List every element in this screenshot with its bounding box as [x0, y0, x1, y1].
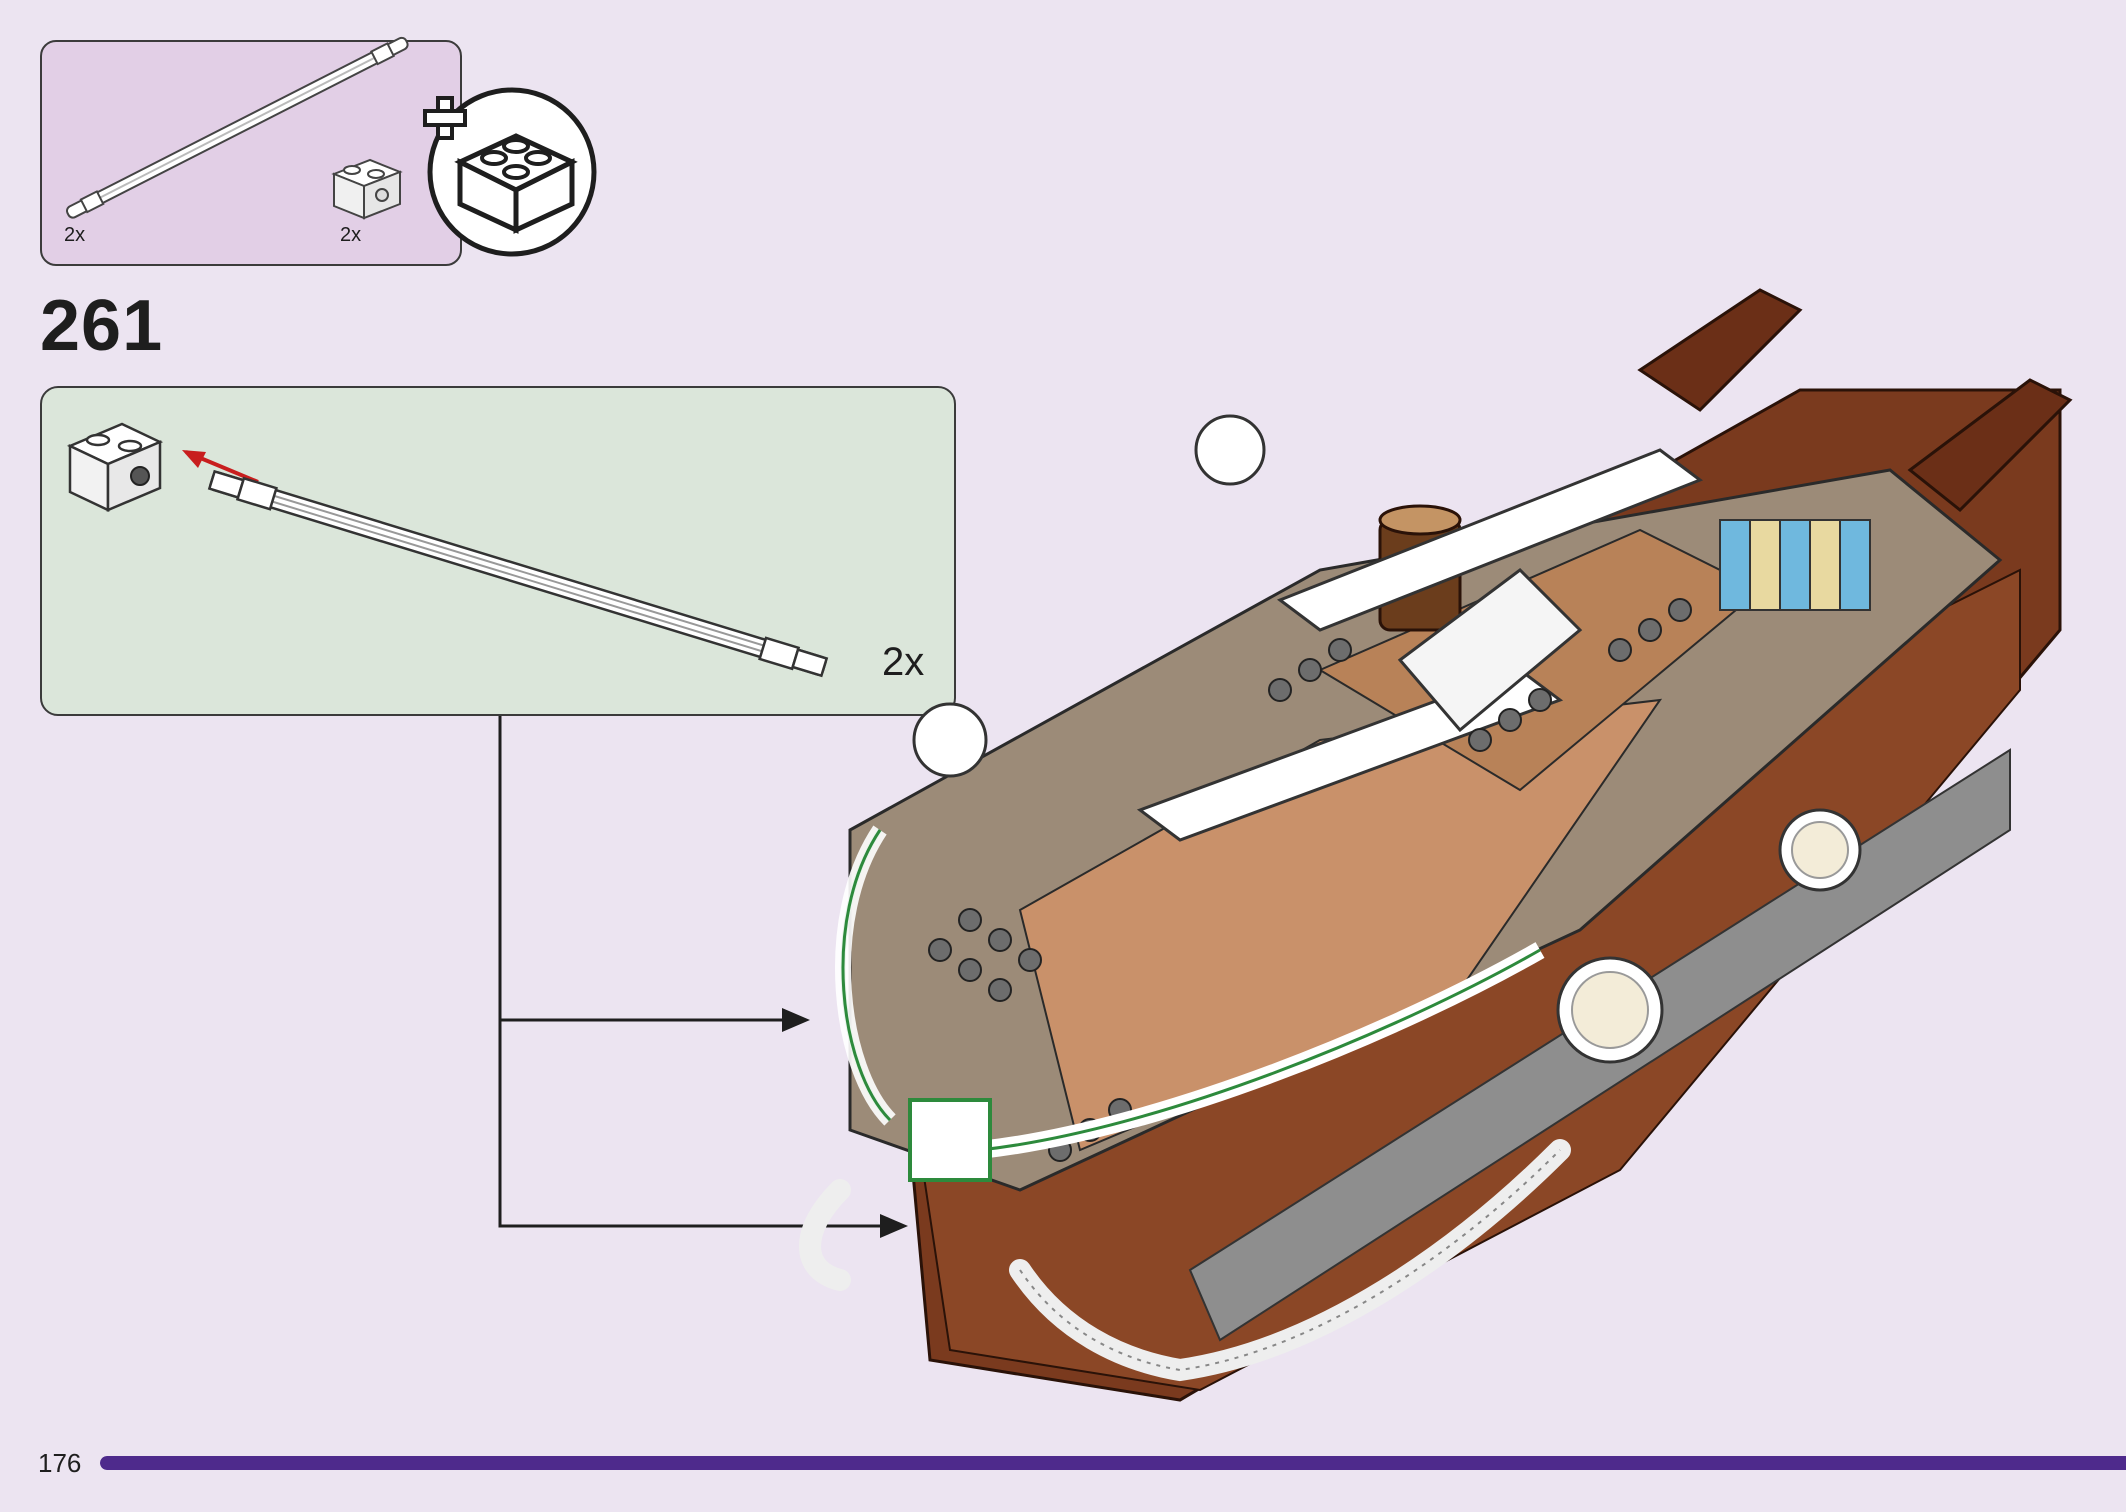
- brick-quantity: 2x: [340, 224, 362, 246]
- callout-connector: [498, 716, 908, 1238]
- brick-1x2-pin-part: [331, 158, 403, 220]
- add-brick-icon: [423, 87, 597, 257]
- progress-bar-fill: [100, 1456, 2126, 1470]
- parts-list-box: 2x 2x: [40, 36, 462, 266]
- subassembly-box: 2x: [40, 386, 956, 716]
- step-number: 261: [40, 286, 164, 366]
- ship-model: [799, 288, 2073, 1402]
- insert-arrow: [182, 450, 259, 484]
- bar-quantity: 2x: [64, 224, 86, 246]
- subassembly-quantity: 2x: [882, 640, 925, 684]
- subassembly-brick: [66, 422, 164, 512]
- white-bar-part: [66, 36, 409, 219]
- subassembly-bar: [207, 469, 829, 678]
- progress-bar: [100, 1456, 2126, 1470]
- page-number: 176: [38, 1448, 82, 1478]
- striped-cushion: [1719, 519, 1871, 611]
